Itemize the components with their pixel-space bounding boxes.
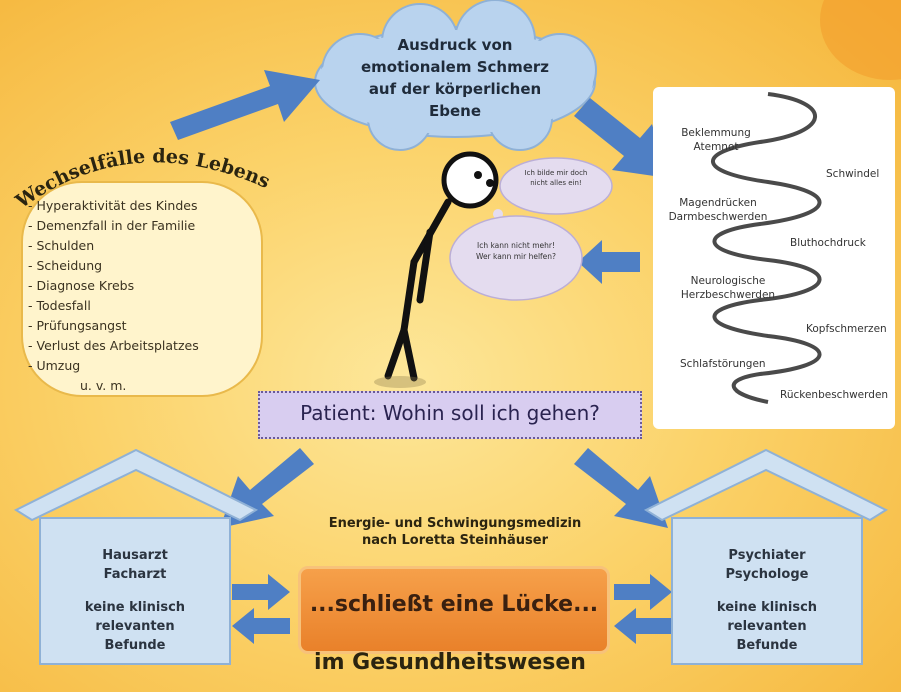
symptom-line: Neurologische	[690, 275, 766, 287]
symptom-neuro-heart: Neurologische Herzbeschwerden	[670, 274, 786, 302]
symptom-stomach: Magendrücken Darmbeschwerden	[660, 196, 776, 224]
cloud-line: auf der körperlichen	[368, 80, 542, 98]
energy-title-line: nach Loretta Steinhäuser	[361, 533, 549, 548]
arrow-down-right	[574, 448, 668, 528]
arrow-center-to-left-house	[232, 608, 290, 644]
arrow-to-cloud	[170, 70, 320, 140]
patient-question: Patient: Wohin soll ich gehen?	[300, 401, 600, 425]
bubble-line: Ich kann nicht mehr!	[477, 241, 555, 250]
list-item: - Demenzfall in der Familie	[28, 218, 196, 233]
finding-line: keine klinisch	[84, 600, 186, 615]
symptom-sleep: Schlafstörungen	[680, 358, 766, 370]
gap-closer-text: ...schließt eine Lücke...	[309, 592, 599, 617]
finding-line: Befunde	[736, 638, 798, 653]
figure-shadow	[374, 376, 426, 388]
arrow-center-to-right-house	[614, 574, 672, 610]
bubble-line: Wer kann mir helfen?	[475, 252, 557, 261]
symptom-line: Magendrücken	[679, 197, 757, 209]
patient-question-box	[258, 391, 642, 439]
finding-line: Befunde	[104, 638, 166, 653]
finding-line: relevanten	[727, 619, 807, 634]
list-item: - Prüfungsangst	[28, 318, 127, 333]
energy-medicine-title: Energie- und Schwingungsmedizin nach Lor…	[300, 515, 610, 549]
house-title-line: Psychiater	[728, 548, 806, 563]
symptom-line: Beklemmung	[681, 127, 751, 139]
thought-bubble-small	[499, 157, 613, 215]
list-item: - Diagnose Krebs	[28, 278, 135, 293]
life-events-list: - Hyperaktivität des Kindes - Demenzfall…	[28, 196, 253, 396]
thought-bubble-large-text: Ich kann nicht mehr! Wer kann mir helfen…	[456, 240, 576, 262]
cloud-text: Ausdruck von emotionalem Schmerz auf der…	[325, 34, 585, 122]
cloud-line: emotionalem Schmerz	[361, 58, 549, 76]
symptom-line: Darmbeschwerden	[668, 211, 768, 223]
list-item: - Hyperaktivität des Kindes	[28, 198, 198, 213]
symptom-line: Herzbeschwerden	[680, 289, 776, 301]
list-item-extra: u. v. m.	[80, 378, 127, 393]
house-title-line: Facharzt	[103, 567, 167, 582]
life-events-panel	[21, 181, 263, 397]
house-title-line: Psychologe	[725, 567, 809, 582]
symptom-line: Atemnot	[693, 141, 739, 153]
arrow-to-spiral	[574, 98, 668, 178]
right-house-finding: keine klinisch relevanten Befunde	[672, 598, 862, 655]
left-house-shape	[13, 448, 259, 665]
gap-closer-box	[298, 566, 610, 654]
cloud-line: Ebene	[428, 102, 481, 120]
arrow-to-bubble	[578, 240, 640, 284]
symptom-dizziness: Schwindel	[826, 168, 880, 180]
life-events-title: Wechselfälle des Lebens	[11, 145, 273, 210]
symptom-blood-pressure: Bluthochdruck	[790, 237, 866, 249]
spiral-line	[711, 92, 822, 404]
cloud-line: Ausdruck von	[397, 36, 513, 54]
arrow-left-house-to-center	[232, 574, 290, 610]
list-item: - Scheidung	[28, 258, 103, 273]
bubble-line: nicht alles ein!	[530, 179, 582, 187]
left-house-finding: keine klinisch relevanten Befunde	[40, 598, 230, 655]
finding-line: keine klinisch	[716, 600, 818, 615]
house-title-line: Hausarzt	[102, 548, 168, 563]
stick-figure	[384, 151, 499, 382]
list-item: - Umzug	[28, 358, 81, 373]
arrow-right-house-to-center	[614, 608, 672, 644]
list-item: - Schulden	[28, 238, 95, 253]
left-house-title: Hausarzt Facharzt	[40, 546, 230, 584]
symptom-back: Rückenbeschwerden	[780, 389, 889, 401]
thought-bubble-large	[449, 215, 583, 301]
right-house-shape	[643, 448, 889, 665]
cloud-core	[317, 30, 593, 134]
symptom-chest: Beklemmung Atemnot	[676, 126, 756, 154]
energy-title-line: Energie- und Schwingungsmedizin	[328, 516, 582, 531]
healthcare-label: im Gesundheitswesen	[314, 650, 586, 675]
finding-line: relevanten	[95, 619, 175, 634]
thought-bubble-small-text: Ich bilde mir doch nicht alles ein!	[505, 168, 607, 188]
bubble-line: Ich bilde mir doch	[524, 169, 588, 177]
symptom-headache: Kopfschmerzen	[806, 323, 887, 335]
right-house-title: Psychiater Psychologe	[672, 546, 862, 584]
list-item: - Todesfall	[28, 298, 91, 313]
list-item: - Verlust des Arbeitsplatzes	[28, 338, 199, 353]
